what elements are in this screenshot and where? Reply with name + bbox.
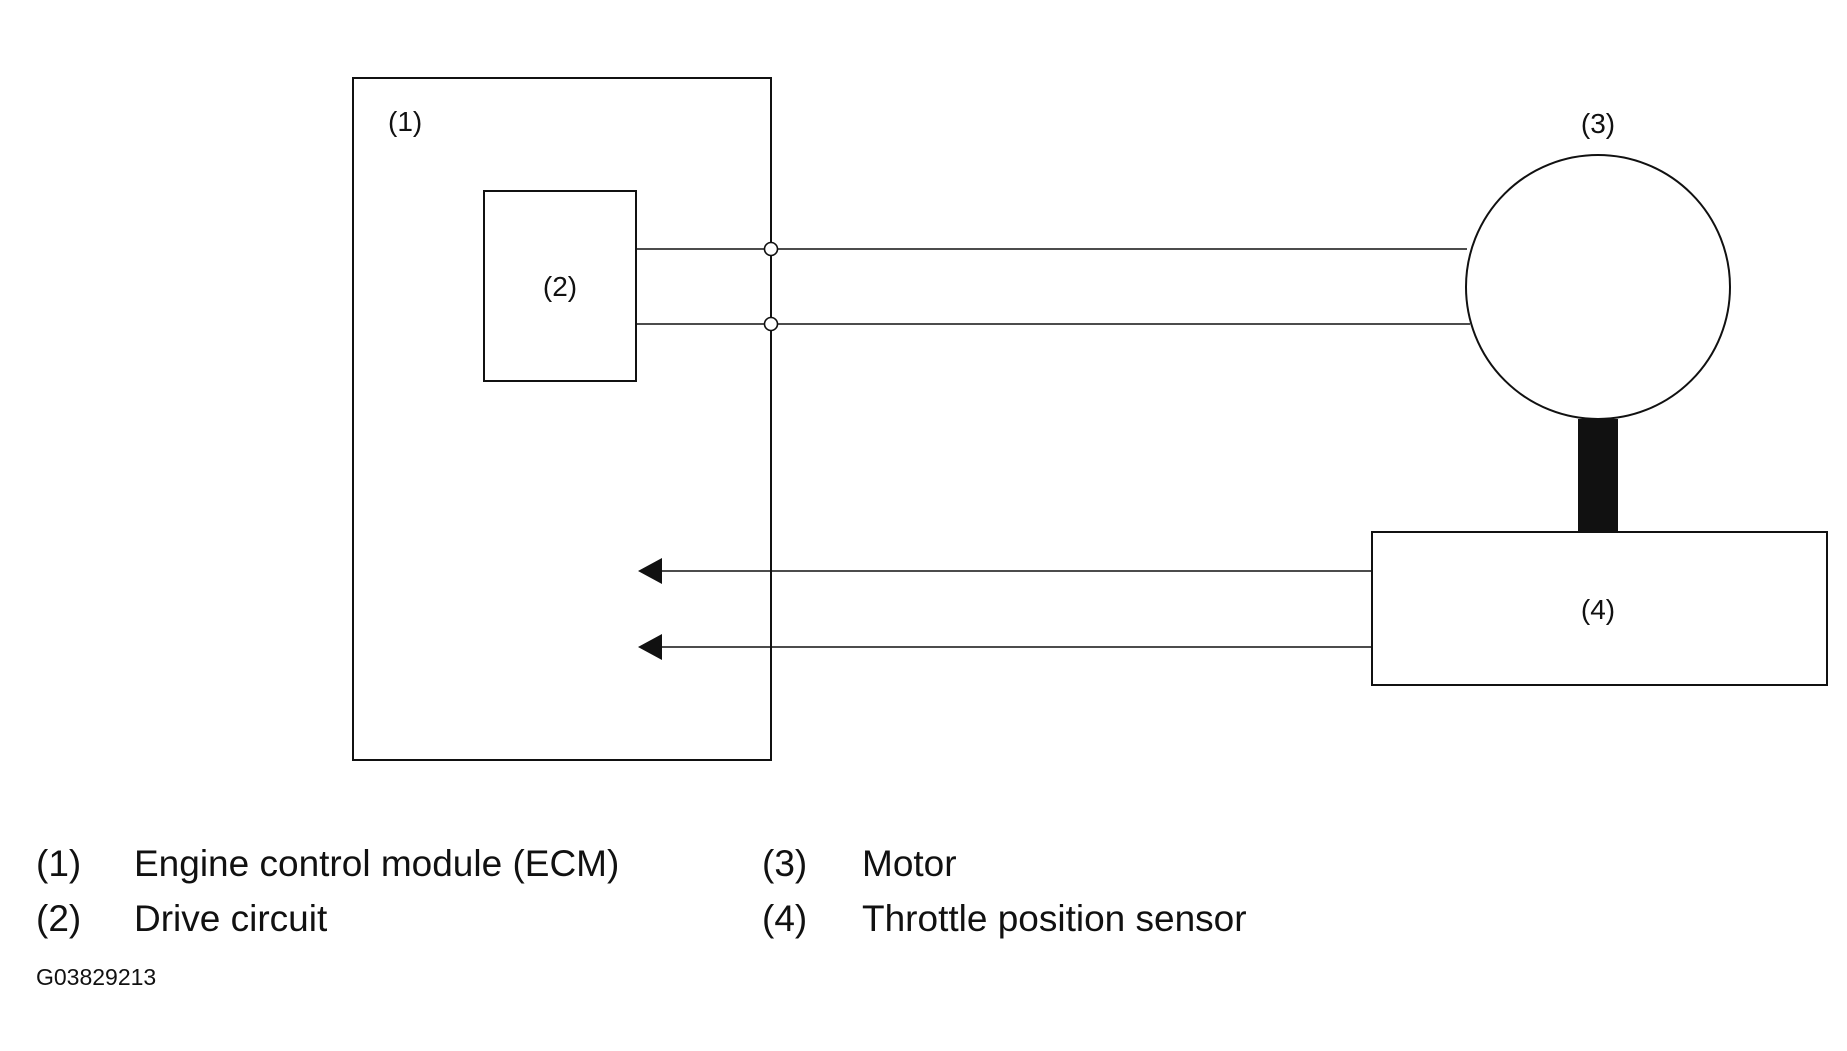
drive-circuit-box	[483, 190, 637, 382]
legend-number-1: (1)	[36, 843, 81, 884]
arrow-lower	[638, 634, 662, 660]
throttle-sensor-box	[1371, 531, 1828, 686]
ecm-box	[352, 77, 772, 761]
arrow-upper	[638, 558, 662, 584]
legend-text-2: Drive circuit	[134, 898, 328, 939]
legend-number-4: (4)	[762, 898, 807, 939]
legend-text-4: Throttle position sensor	[862, 898, 1247, 939]
terminal-upper	[763, 241, 779, 257]
legend-text-1: Engine control module (ECM)	[134, 843, 619, 884]
legend-text-3: Motor	[862, 843, 957, 884]
throttle-sensor-label: (4)	[1581, 594, 1615, 625]
motor-label: (3)	[1581, 108, 1615, 139]
legend-number-2: (2)	[36, 898, 81, 939]
ecm-label: (1)	[388, 106, 422, 137]
drive-circuit-label: (2)	[543, 271, 577, 302]
legend-number-3: (3)	[762, 843, 807, 884]
terminal-lower	[763, 316, 779, 332]
figure-code: G03829213	[36, 964, 156, 990]
motor-shaft	[1578, 419, 1618, 533]
motor-circle	[1465, 154, 1731, 420]
